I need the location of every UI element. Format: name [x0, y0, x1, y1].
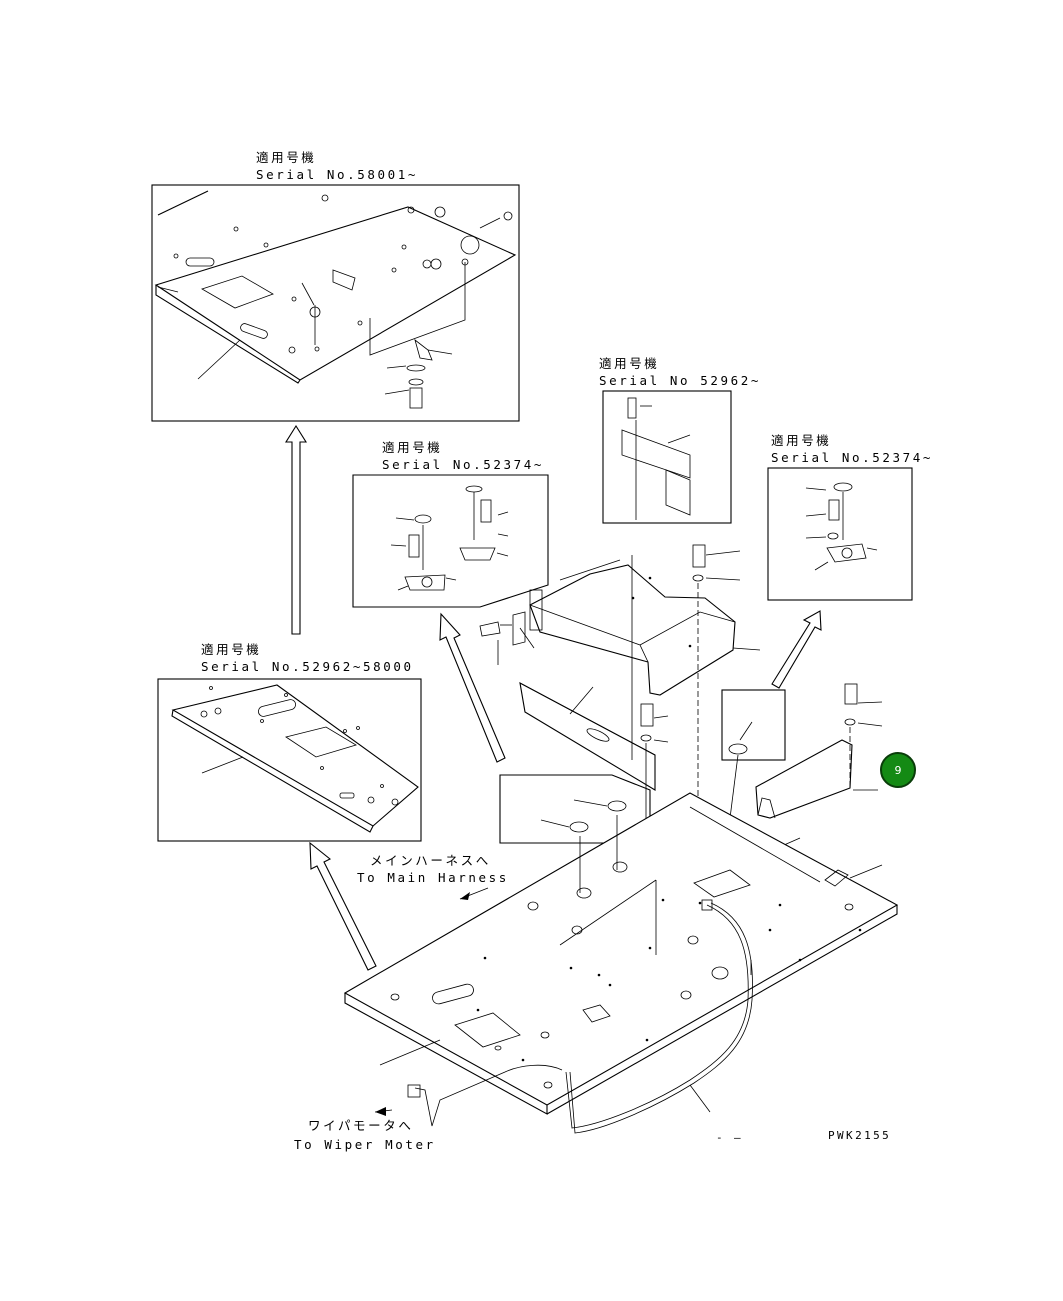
applicable-label-58001: 適用号機: [256, 150, 317, 165]
callout-9-button[interactable]: 9: [880, 752, 916, 788]
serial-52962-top-label: Serial No 52962~: [599, 373, 762, 388]
dash-mark: - –: [716, 1131, 744, 1144]
main-harness-en-label: To Main Harness: [357, 870, 509, 885]
wire-harness: [374, 887, 753, 1134]
inset-serial-52374-left: [352, 474, 549, 608]
serial-52374-left-label: Serial No.52374~: [382, 457, 545, 472]
cab-bracket: [479, 559, 761, 696]
hole-dots: [476, 576, 862, 1062]
arrow-to-52962-58000: [309, 841, 377, 971]
guard-plate: [519, 681, 656, 791]
inset-serial-52374-right: [767, 467, 913, 601]
serial-58001-label: Serial No.58001~: [256, 167, 419, 182]
serial-52962-58000-label: Serial No.52962~58000: [201, 659, 414, 674]
applicable-label-52962-58000: 適用号機: [201, 642, 262, 657]
arrow-to-58001: [285, 424, 307, 635]
drawing-code: PWK2155: [828, 1129, 892, 1142]
wiper-jp-label: ワイパモータへ: [308, 1118, 414, 1133]
main-floor-plate: [343, 792, 899, 1115]
applicable-label-52374-right: 適用号機: [771, 433, 832, 448]
applicable-label-52962-top: 適用号機: [599, 356, 660, 371]
inset-serial-52962-top: [602, 390, 732, 524]
main-harness-jp-label: メインハーネスへ: [370, 853, 491, 868]
wiper-en-label: To Wiper Moter: [294, 1137, 436, 1152]
serial-52374-right-label: Serial No.52374~: [771, 450, 934, 465]
callout-9-number: 9: [894, 763, 902, 777]
inset-serial-58001: [151, 184, 520, 422]
arrow-to-52374-right: [771, 610, 822, 689]
inset-serial-52962-58000: [157, 678, 422, 842]
applicable-label-52374-left: 適用号機: [382, 440, 443, 455]
arrow-to-52374-left: [439, 612, 506, 763]
